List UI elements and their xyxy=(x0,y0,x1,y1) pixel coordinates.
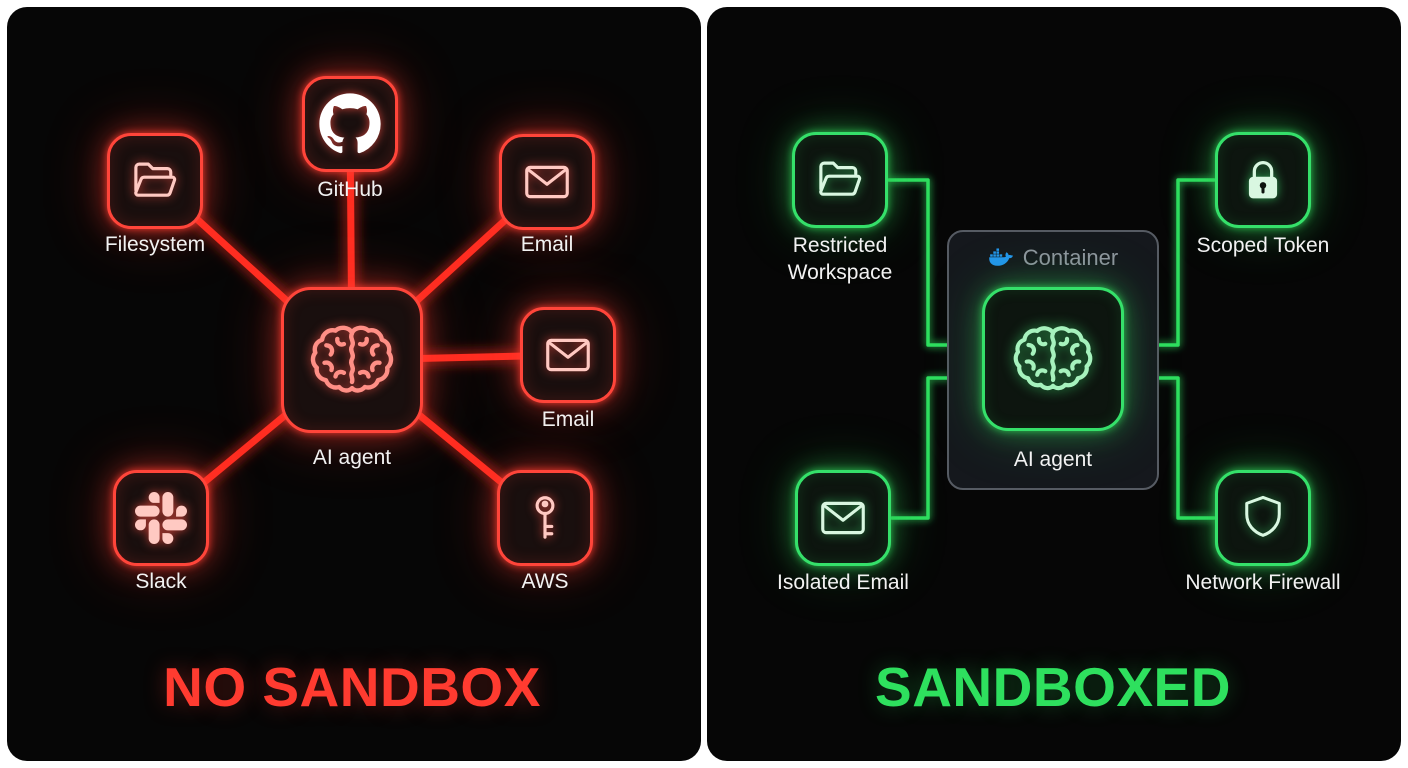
node-restricted-workspace xyxy=(792,132,888,228)
no-sandbox-title: NO SANDBOX xyxy=(163,656,541,718)
node-ai-agent-left xyxy=(281,287,423,433)
ai-agent-left-label: AI agent xyxy=(312,446,392,469)
github-icon xyxy=(318,92,382,156)
sandboxed-title: SANDBOXED xyxy=(875,656,1231,718)
node-github xyxy=(302,76,398,172)
docker-icon xyxy=(988,245,1014,271)
node-aws xyxy=(497,470,593,566)
brain-icon xyxy=(308,316,396,404)
envelope-icon xyxy=(541,328,595,382)
folder-icon xyxy=(813,153,867,207)
node-slack-label: Slack xyxy=(135,570,187,593)
shield-icon xyxy=(1237,492,1289,544)
key-icon xyxy=(518,491,572,545)
node-email-top xyxy=(499,134,595,230)
envelope-icon xyxy=(816,491,870,545)
container-label: Container xyxy=(1022,245,1119,270)
node-scoped-token xyxy=(1215,132,1311,228)
node-email-top-label: Email xyxy=(520,233,574,256)
brain-icon xyxy=(1011,317,1095,401)
node-network-firewall xyxy=(1215,470,1311,566)
green-connection-lines xyxy=(887,178,1216,520)
node-isolated-email-label: Isolated Email xyxy=(777,571,909,594)
node-email-right-label: Email xyxy=(541,408,595,431)
container-header: Container xyxy=(949,232,1157,271)
envelope-icon xyxy=(520,155,574,209)
node-filesystem-label: Filesystem xyxy=(104,233,206,256)
slack-icon xyxy=(135,492,187,544)
node-aws-label: AWS xyxy=(521,570,569,593)
lock-icon xyxy=(1237,154,1289,206)
node-ai-agent-right xyxy=(982,287,1124,431)
node-isolated-email xyxy=(795,470,891,566)
node-filesystem xyxy=(107,133,203,229)
folder-icon xyxy=(128,154,182,208)
ai-agent-right-label: AI agent xyxy=(1013,448,1093,471)
node-slack xyxy=(113,470,209,566)
node-email-right xyxy=(520,307,616,403)
node-scoped-token-label: Scoped Token xyxy=(1196,234,1330,257)
node-restricted-workspace-label: Restricted Workspace xyxy=(787,234,893,284)
node-github-label: GitHub xyxy=(317,178,383,201)
node-network-firewall-label: Network Firewall xyxy=(1185,571,1341,594)
